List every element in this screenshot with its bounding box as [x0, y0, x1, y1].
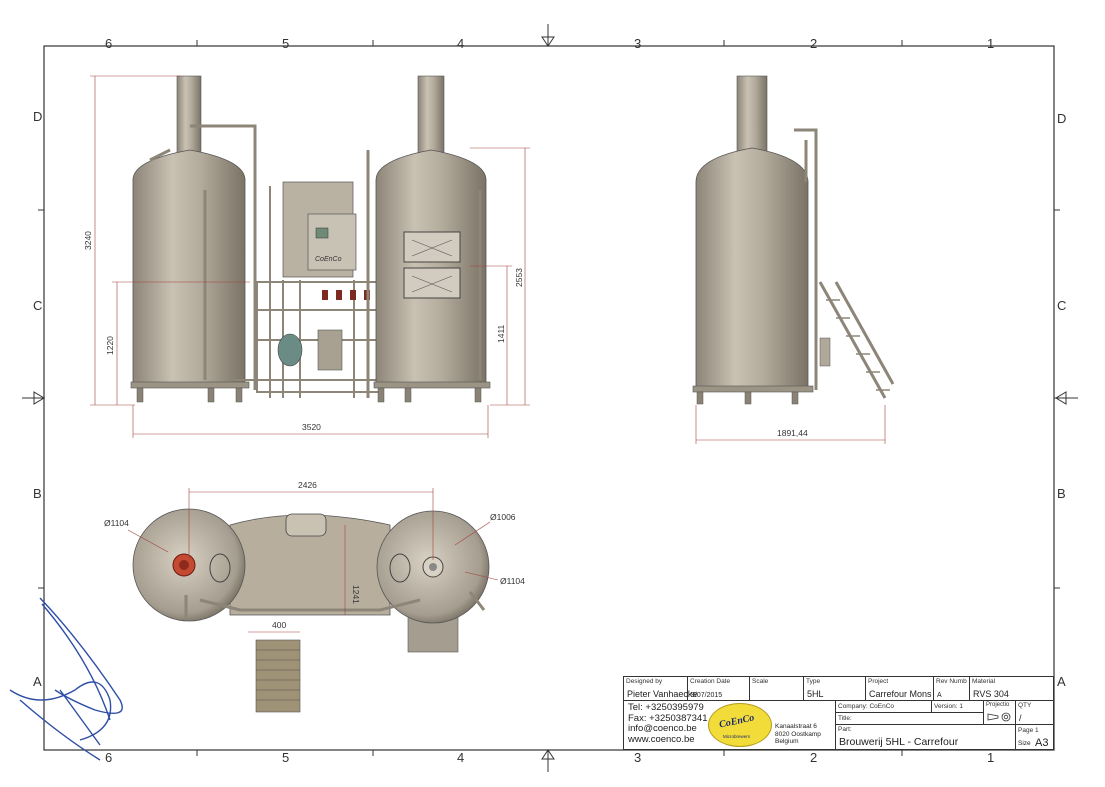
zone-bottom-4: 4 [457, 750, 465, 765]
zone-top-1: 1 [987, 36, 995, 51]
dim-dia-left: Ø1104 [104, 518, 129, 528]
cell-scale: Scale [750, 677, 804, 701]
control-panel-logo: CoEnCo [315, 256, 342, 263]
cell-projection: Projectio [984, 701, 1016, 725]
zone-left-B: B [33, 486, 42, 501]
dim-side-width: 1891,44 [777, 428, 808, 438]
cell-version: Version: 1 [932, 701, 984, 713]
cell-part: Part: Brouwerij 5HL - Carrefour [836, 725, 1016, 749]
company-logo: CoEnCo Microbrewers [708, 703, 772, 747]
cell-rev: Rev Numb A [934, 677, 970, 701]
cell-company: Company: CoEnCo [836, 701, 932, 713]
contact-fax: Fax: +3250387341 [628, 712, 708, 724]
title-block: Designed by Pieter Vanhaecke Creation Da… [623, 676, 1054, 750]
dim-top-width: 2426 [298, 480, 317, 490]
zone-top-2: 2 [810, 36, 818, 51]
project-value: Carrefour Mons [869, 689, 932, 699]
dim-front-width: 3520 [302, 422, 321, 432]
dim-front-height-mid: 1411 [496, 324, 506, 343]
cell-designed-by: Designed by Pieter Vanhaecke [624, 677, 698, 701]
dim-dia-right-top: Ø1006 [490, 512, 516, 522]
zone-top-3: 3 [634, 36, 642, 51]
cell-material: Material RVS 304 [970, 677, 1053, 701]
zone-bottom-2: 2 [810, 750, 818, 765]
dim-top-height: 1241 [351, 585, 361, 604]
cell-title: Title: [836, 713, 984, 725]
designer-name: Pieter Vanhaecke [627, 689, 698, 699]
company-value: CoEnCo [869, 703, 895, 710]
dim-front-height-low: 1220 [105, 336, 115, 355]
cell-type: Type 5HL [804, 677, 866, 701]
zone-bottom-3: 3 [634, 750, 642, 765]
zone-top-5: 5 [282, 36, 290, 51]
material-value: RVS 304 [973, 689, 1009, 699]
contact-web: www.coenco.be [628, 733, 695, 745]
part-value: Brouwerij 5HL - Carrefour [839, 736, 959, 748]
zone-right-A: A [1057, 674, 1066, 689]
zone-bottom-6: 6 [105, 750, 113, 765]
creation-date: 9/07/2015 [691, 692, 723, 699]
cell-qty: QTY / [1016, 701, 1053, 725]
zone-left-D: D [33, 109, 43, 124]
zone-left-C: C [33, 298, 43, 313]
projection-symbol-icon [987, 712, 1011, 722]
cell-contact: Tel: +3250395979 Fax: +3250387341 info@c… [624, 701, 836, 749]
zone-right-C: C [1057, 298, 1067, 313]
contact-tel: Tel: +3250395979 [628, 702, 704, 713]
company-address: Kanaalstraat 6 8020 Oostkamp Belgium [775, 723, 821, 745]
zone-right-D: D [1057, 111, 1067, 126]
zone-left-A: A [33, 674, 42, 689]
dim-front-height-right: 2553 [514, 268, 524, 287]
size-value: A3 [1035, 737, 1049, 749]
zone-top-6: 6 [105, 36, 113, 51]
dim-front-height-total: 3240 [83, 231, 93, 250]
zone-bottom-1: 1 [987, 750, 995, 765]
dim-top-offset: 400 [272, 620, 286, 630]
type-value: 5HL [807, 689, 824, 699]
contact-email: info@coenco.be [628, 723, 697, 734]
cell-creation-date: Creation Date 9/07/2015 [688, 677, 750, 701]
zone-top-4: 4 [457, 36, 465, 51]
dim-dia-right-bottom: Ø1104 [500, 576, 525, 586]
zone-bottom-5: 5 [282, 750, 290, 765]
zone-right-B: B [1057, 486, 1066, 501]
cell-page-size: Page 1 Size A3 [1018, 727, 1049, 749]
cell-project: Project Carrefour Mons [866, 677, 934, 701]
